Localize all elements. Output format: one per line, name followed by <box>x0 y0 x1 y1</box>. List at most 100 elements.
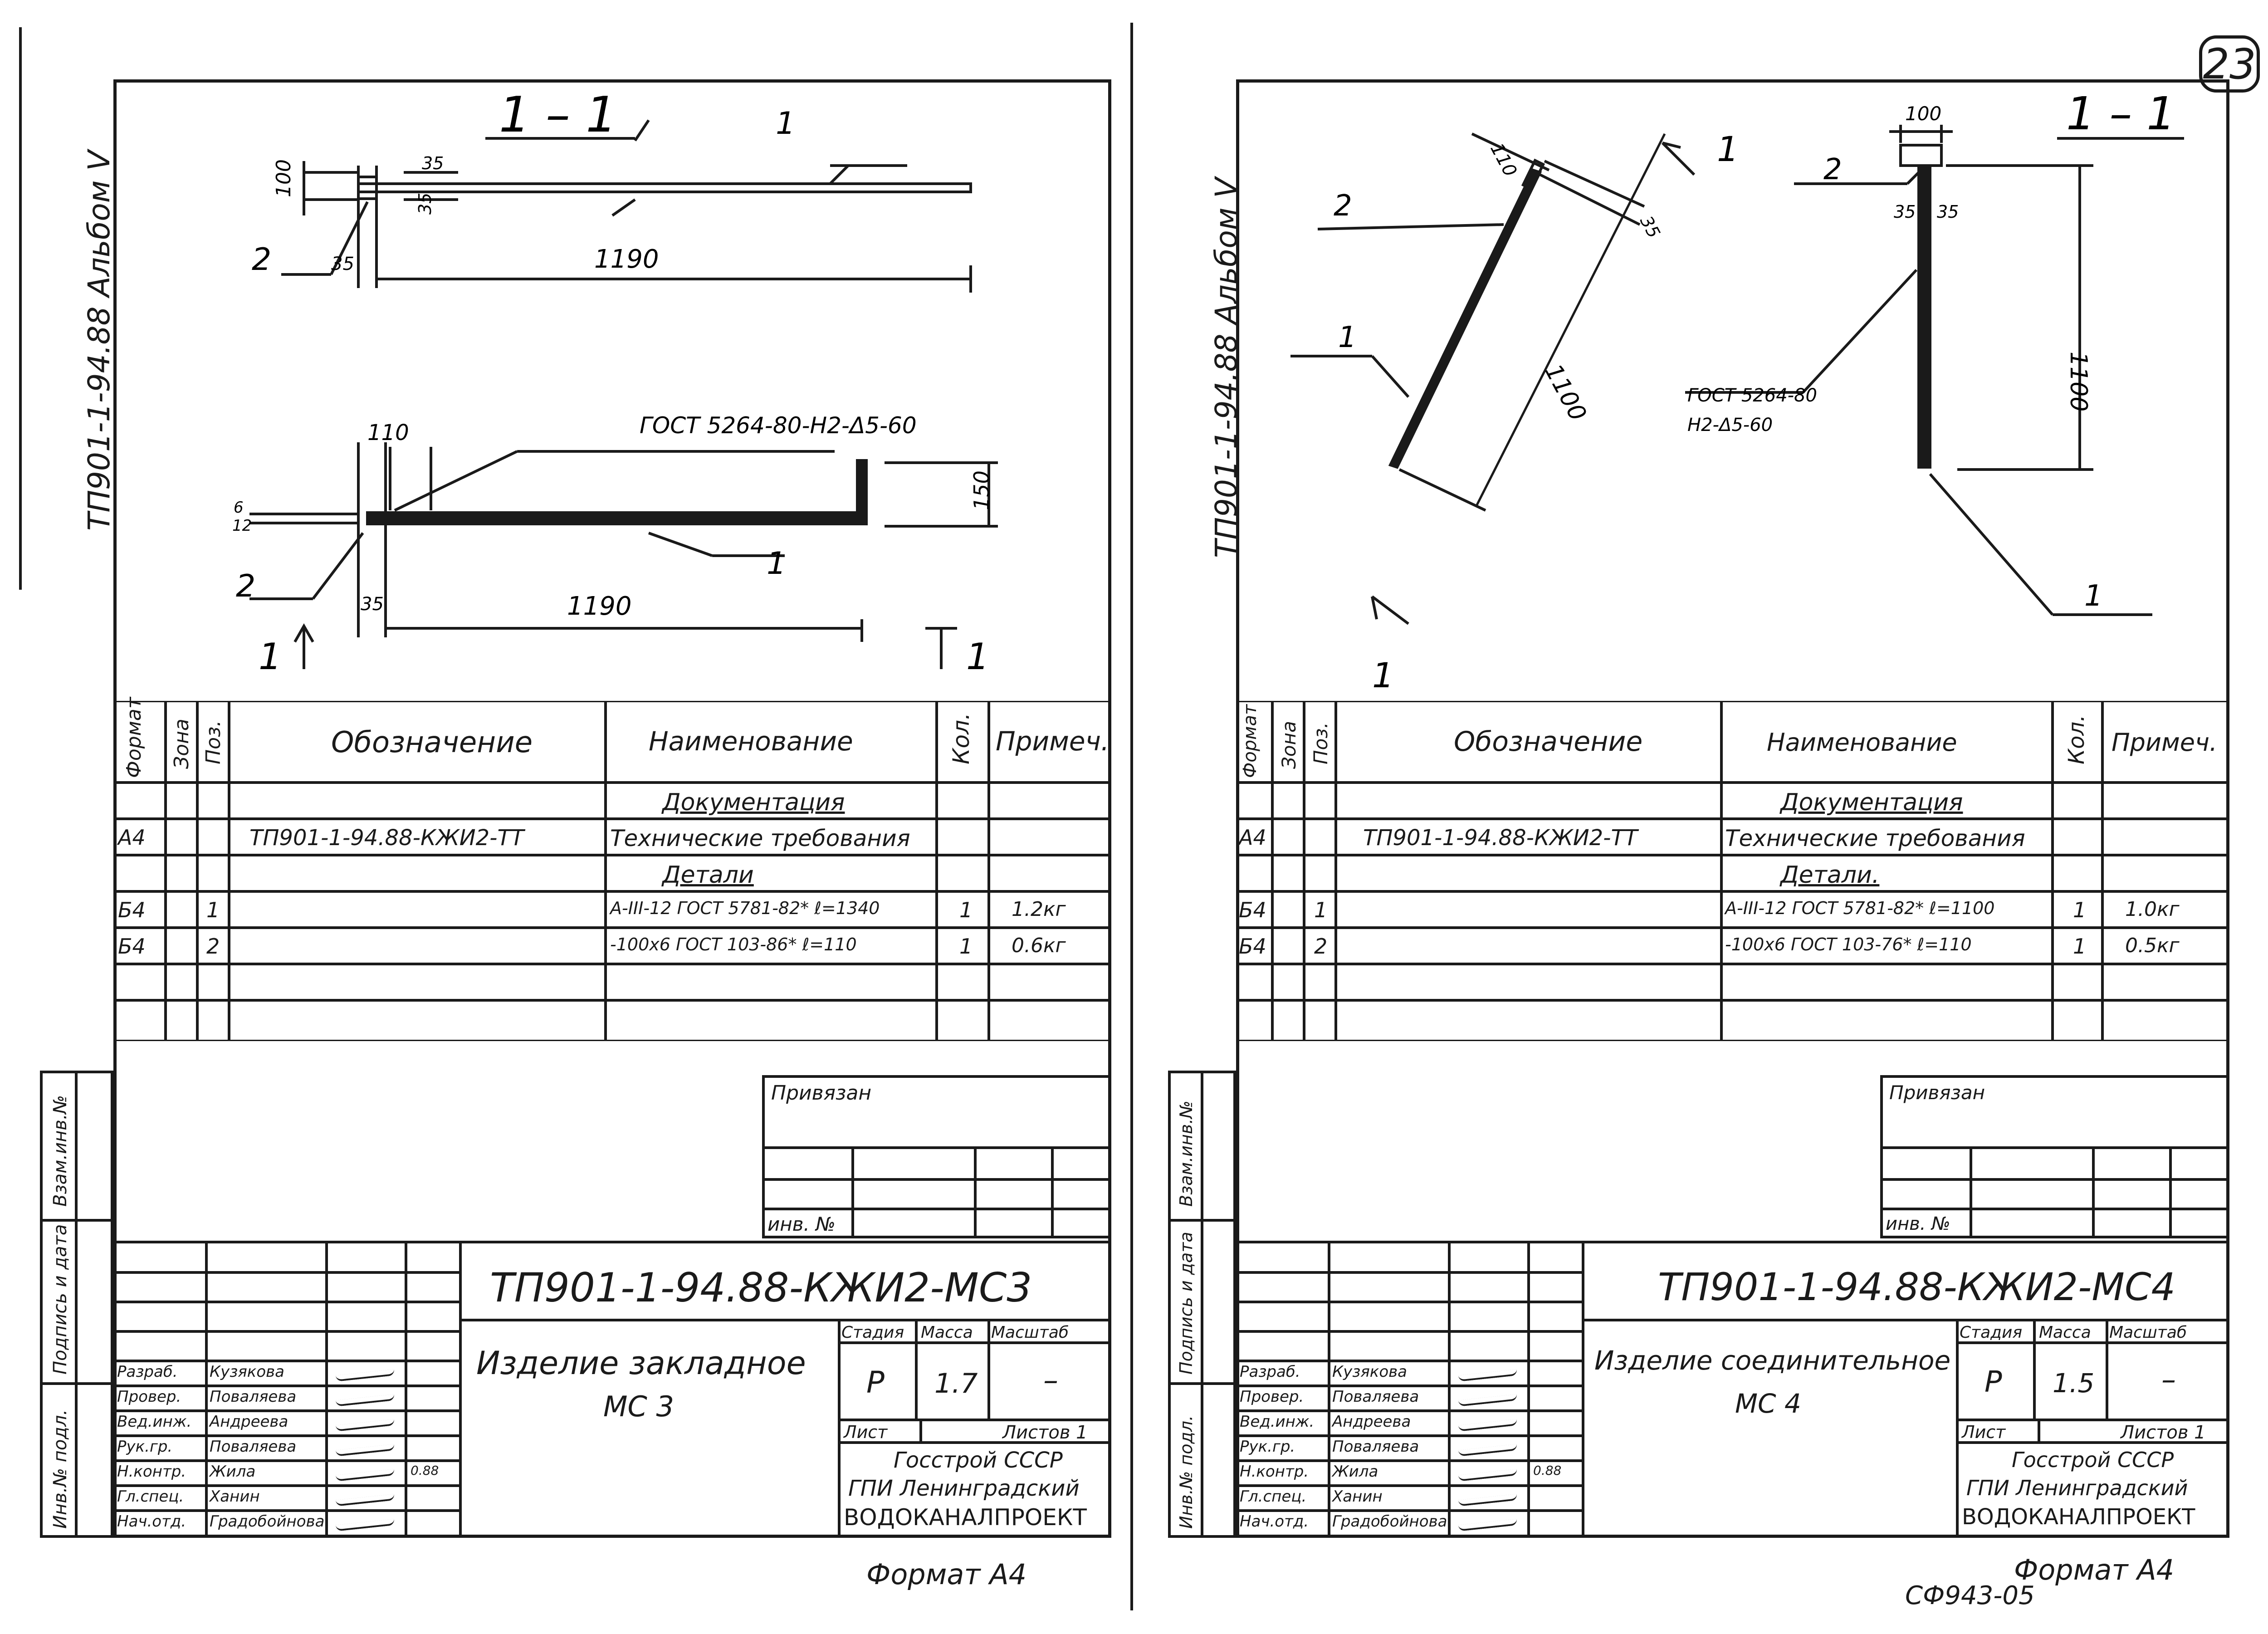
drawing-code: ТП901-1-94.88-КЖИ2-МС3 <box>490 1264 1032 1311</box>
sheet-right-format-label: Формат А4 <box>2014 1553 2175 1586</box>
dim-12: 12 <box>232 517 252 535</box>
spec-row-4-name: А-III-12 ГОСТ 5781-82* ℓ=1340 <box>610 898 880 918</box>
dim-150: 150 <box>969 470 994 510</box>
role-2-title: Провер. <box>117 1388 181 1406</box>
col-pos-header: Поз. <box>1310 722 1332 764</box>
scale-header: Масштаб <box>2109 1323 2187 1342</box>
signature-date: 0.88 <box>1533 1463 1562 1478</box>
col-format-header: Формат <box>1240 704 1261 778</box>
spec-row-4-qty: 1 <box>2073 898 2087 922</box>
strip-replace-inv: Взам.инв.№ <box>50 1095 71 1207</box>
col-name-header: Наименование <box>1767 728 1957 757</box>
sheets-count: Листов 1 <box>1002 1422 1088 1443</box>
role-2-person: Поваляева <box>1332 1388 1419 1406</box>
role-1-title: Разраб. <box>117 1363 178 1381</box>
callout-1-incl: 1 <box>1338 321 1357 354</box>
spec-row-4-qty: 1 <box>959 898 973 922</box>
cut-marker-top: 1 <box>1717 129 1739 169</box>
role-6-person: Ханин <box>1332 1487 1383 1506</box>
mass-value: 1.7 <box>934 1368 978 1399</box>
binding-label: Привязан <box>771 1081 872 1105</box>
stage-value: Р <box>866 1365 885 1400</box>
dim-35-section-right: 35 <box>1937 202 1959 222</box>
dim-100: 100 <box>272 159 295 197</box>
spec-row-2-name: Технические требования <box>1725 825 2025 851</box>
role-1-person: Кузякова <box>1332 1363 1408 1381</box>
strip-replace-inv: Взам.инв.№ <box>1176 1101 1196 1207</box>
spec-row-4-note: 1.2кг <box>1012 898 1066 921</box>
inv-number-label: инв. № <box>767 1213 836 1235</box>
spec-row-2-designation: ТП901-1-94.88-КЖИ2-ТТ <box>1363 825 1638 851</box>
spec-row-5-format: Б4 <box>1239 934 1266 959</box>
item-mark: МС 3 <box>603 1390 674 1423</box>
spec-row-4-note: 1.0кг <box>2125 898 2180 921</box>
sheet-left-spec-table: Формат Зона Поз. Обозначение Наименовани… <box>113 697 1111 1041</box>
dim-1100-incl: 1100 <box>1540 360 1592 426</box>
role-3-title: Вед.инж. <box>117 1413 192 1431</box>
org-line-1: Госстрой СССР <box>894 1448 1063 1473</box>
role-4-title: Рук.гр. <box>117 1438 173 1456</box>
org-line-1: Госстрой СССР <box>2012 1448 2174 1472</box>
gost-weld-note: ГОСТ 5264-80-Н2-Δ5-60 <box>640 412 917 439</box>
dim-1100-section: 1100 <box>2065 352 2092 411</box>
spec-row-4-format: Б4 <box>1239 898 1266 922</box>
mass-header: Масса <box>921 1323 973 1342</box>
scale-header: Масштаб <box>991 1323 1069 1342</box>
role-4-title: Рук.гр. <box>1240 1438 1295 1456</box>
sheet-right-binding-box: Привязан инв. № <box>1880 1075 2229 1238</box>
col-note-header: Примеч. <box>996 726 1110 757</box>
role-3-title: Вед.инж. <box>1240 1413 1315 1431</box>
spec-row-5-name: -100x6 ГОСТ 103-76* ℓ=110 <box>1725 934 1972 954</box>
org-line-3: ВОДОКАНАЛПРОЕКТ <box>844 1504 1087 1531</box>
spec-row-2-format: А4 <box>118 825 146 850</box>
callout-2-incl: 2 <box>1334 189 1352 223</box>
role-2-person: Поваляева <box>210 1388 297 1406</box>
stage-header: Стадия <box>1960 1323 2023 1342</box>
org-line-2: ГПИ Ленинградский <box>1966 1476 2188 1500</box>
role-7-title: Нач.отд. <box>1240 1512 1309 1531</box>
sheet-left-strip: Взам.инв.№ Подпись и дата Инв.№ подл. <box>40 1071 113 1538</box>
sheet-left-side-label: ТП901-1-94.88 Альбом V <box>82 150 117 531</box>
sheet-left-drawing: 1 – 1 ГОСТ 5264-80-Н2-Δ5-60 100 35 35 35… <box>232 87 998 678</box>
scale-value: – <box>2161 1363 2176 1397</box>
role-3-person: Андреева <box>210 1413 288 1431</box>
role-4-person: Поваляева <box>210 1438 297 1456</box>
col-format-header: Формат <box>122 697 146 778</box>
dim-1190-bottom: 1190 <box>567 592 632 621</box>
gost-weld-note-2: Н2-Δ5-60 <box>1687 415 1773 435</box>
dim-100-section: 100 <box>1905 103 1941 125</box>
mass-value: 1.5 <box>2053 1368 2095 1399</box>
col-designation-header: Обозначение <box>331 726 533 759</box>
sheet-right-drawing: 1 – 1 110 35 1100 100 35 35 1100 ГОСТ 52… <box>1290 87 2184 695</box>
sheets-count: Листов 1 <box>2121 1422 2206 1443</box>
dim-35-side: 35 <box>415 193 435 215</box>
spec-row-4-name: А-III-12 ГОСТ 5781-82* ℓ=1100 <box>1725 898 1995 918</box>
role-5-title: Н.контр. <box>117 1463 186 1481</box>
center-fold <box>1130 23 1133 1610</box>
col-name-header: Наименование <box>649 726 853 757</box>
callout-1-top: 1 <box>776 106 795 142</box>
section-label: 1 – 1 <box>2066 87 2175 140</box>
cut-marker-left: 1 <box>259 636 282 678</box>
strip-inv-orig: Инв.№ подл. <box>50 1409 71 1529</box>
item-title: Изделие закладное <box>476 1345 806 1382</box>
col-zone-header: Зона <box>170 719 193 769</box>
dim-6: 6 <box>234 499 244 517</box>
dim-1190-top: 1190 <box>594 245 659 274</box>
col-pos-header: Поз. <box>202 720 225 764</box>
section-label: 1 – 1 <box>499 87 617 143</box>
role-6-person: Ханин <box>210 1487 260 1506</box>
spec-row-2-designation: ТП901-1-94.88-КЖИ2-ТТ <box>249 825 524 851</box>
sheet-right-title-block: ТП901-1-94.88-КЖИ2-МС4 Изделие соедините… <box>1236 1241 2229 1538</box>
left-page-edge <box>19 27 22 590</box>
strip-inv-orig: Инв.№ подл. <box>1176 1415 1196 1529</box>
spec-row-4-pos: 1 <box>206 898 220 922</box>
spec-row-5-pos: 2 <box>206 934 220 959</box>
archive-stamp: СФ943-05 <box>1905 1581 2035 1610</box>
spec-row-5-note: 0.5кг <box>2125 934 2180 957</box>
role-1-person: Кузякова <box>210 1363 285 1381</box>
org-line-2: ГПИ Ленинградский <box>848 1476 1080 1501</box>
sheet-left-title-block: ТП901-1-94.88-КЖИ2-МС3 Изделие закладное… <box>113 1241 1111 1538</box>
role-6-title: Гл.спец. <box>117 1487 184 1506</box>
spec-row-5-pos: 2 <box>1314 934 1328 959</box>
